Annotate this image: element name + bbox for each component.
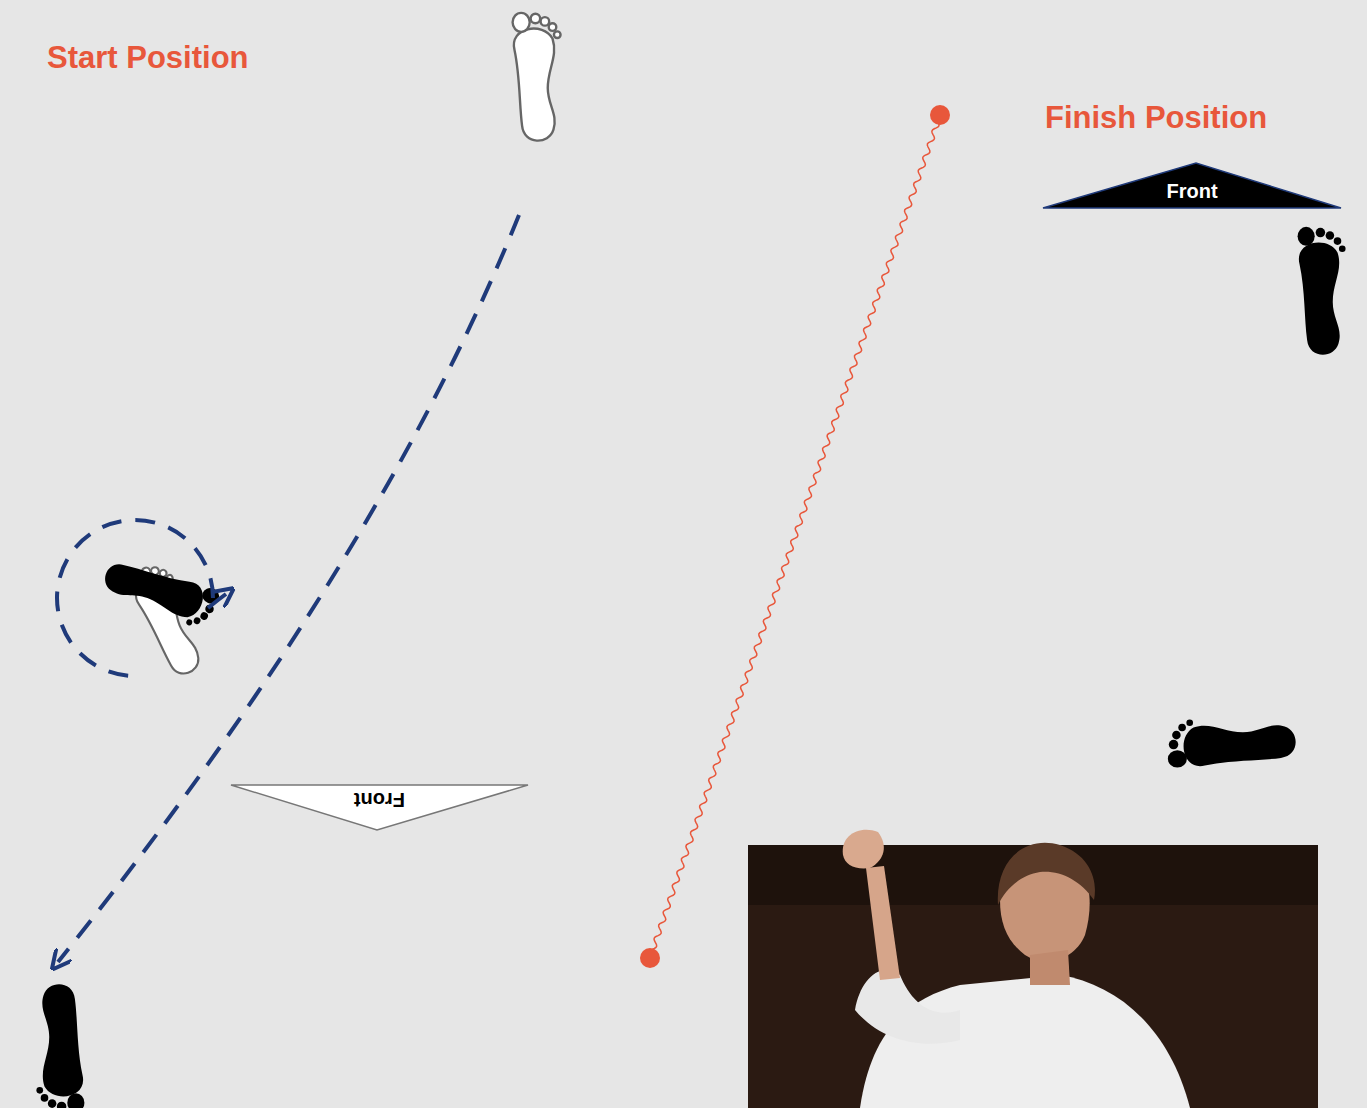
landing-foot <box>36 984 84 1108</box>
start-foot <box>513 13 561 141</box>
pivot-foot-finish <box>99 552 221 631</box>
front-marker: Front <box>1043 163 1341 209</box>
front-text: Front <box>1043 180 1341 203</box>
front-triangle-shape <box>1043 163 1341 208</box>
front-triangle-shape <box>231 785 528 830</box>
finish-foot-front <box>1298 227 1346 355</box>
line-end-dot <box>930 105 950 125</box>
step-path <box>58 215 519 962</box>
front-text: Front <box>231 788 528 811</box>
front-marker: Front <box>231 785 528 831</box>
karate-photo <box>748 830 1318 1108</box>
pivot-arrow <box>208 594 226 608</box>
line-end-dot <box>640 948 660 968</box>
start-heading: Start Position <box>47 40 249 76</box>
direction-line <box>650 115 940 959</box>
finish-heading: Finish Position <box>1045 100 1267 136</box>
finish-foot-back <box>1168 719 1296 767</box>
pivot-circle <box>57 520 213 676</box>
